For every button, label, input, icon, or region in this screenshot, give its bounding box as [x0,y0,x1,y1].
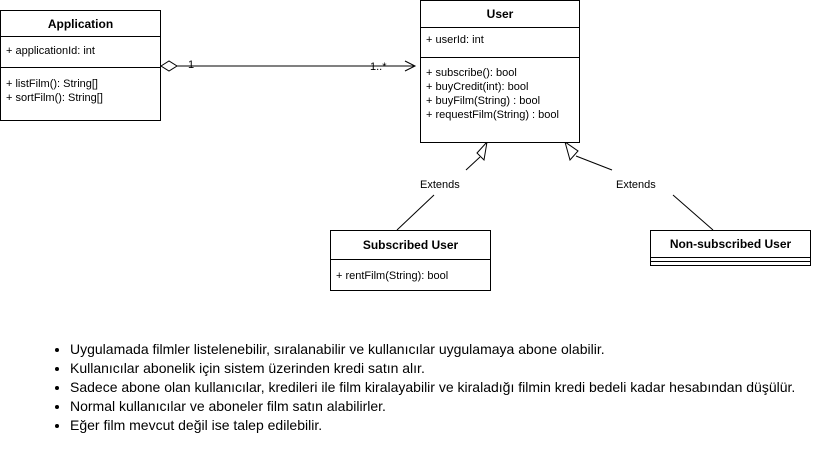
generalization-triangle-icon [564,140,579,162]
method: + subscribe(): bool [426,67,517,79]
class-name: User [421,1,579,28]
multiplicity-target: 1..* [370,61,387,73]
note-item: Kullanıcılar abonelik için sistem üzerin… [70,359,795,378]
methods-section: + listFilm(): String[] + sortFilm(): Str… [1,68,160,109]
note-item: Sadece abone olan kullanıcılar, krediler… [70,378,795,397]
method: + listFilm(): String[] [6,78,98,90]
method: + sortFilm(): String[] [6,92,103,104]
extends-label-right: Extends [616,179,656,191]
attributes-section: + applicationId: int [1,37,160,68]
multiplicity-source: 1 [188,59,194,71]
methods-section: + rentFilm(String): bool [331,260,490,287]
class-name: Subscribed User [331,231,490,260]
class-user[interactable]: User + userId: int + subscribe(): bool +… [420,0,580,143]
method: + requestFilm(String) : bool [426,109,559,121]
notes-list: Uygulamada filmler listelenebilir, sıral… [52,340,795,435]
method: + buyFilm(String) : bool [426,95,541,107]
attribute: + applicationId: int [6,45,95,57]
generalization-edge-subscribed: Extends [396,140,488,231]
methods-section: + subscribe(): bool + buyCredit(int): bo… [421,58,579,126]
note-item: Uygulamada filmler listelenebilir, sıral… [70,340,795,359]
method: + rentFilm(String): bool [336,270,449,282]
attribute: + userId: int [426,34,484,46]
class-subscribed-user[interactable]: Subscribed User + rentFilm(String): bool [330,230,491,291]
class-name: Application [1,11,160,37]
open-arrow-icon [404,60,417,72]
note-item: Normal kullanıcılar ve aboneler film sat… [70,397,795,416]
generalization-edge-non-subscribed: Extends [564,140,714,231]
class-application[interactable]: Application + applicationId: int + listF… [0,10,161,121]
class-non-subscribed-user[interactable]: Non-subscribed User [650,230,811,266]
extends-label-left: Extends [420,179,460,191]
attributes-section: + userId: int [421,28,579,58]
class-name: Non-subscribed User [651,231,810,258]
method: + buyCredit(int): bool [426,81,529,93]
association-edge: 1 1..* [160,59,417,73]
generalization-triangle-icon [476,140,488,162]
empty-attributes-section [651,258,810,262]
aggregation-diamond-icon [160,60,178,72]
note-item: Eğer film mevcut değil ise talep edilebi… [70,416,795,435]
